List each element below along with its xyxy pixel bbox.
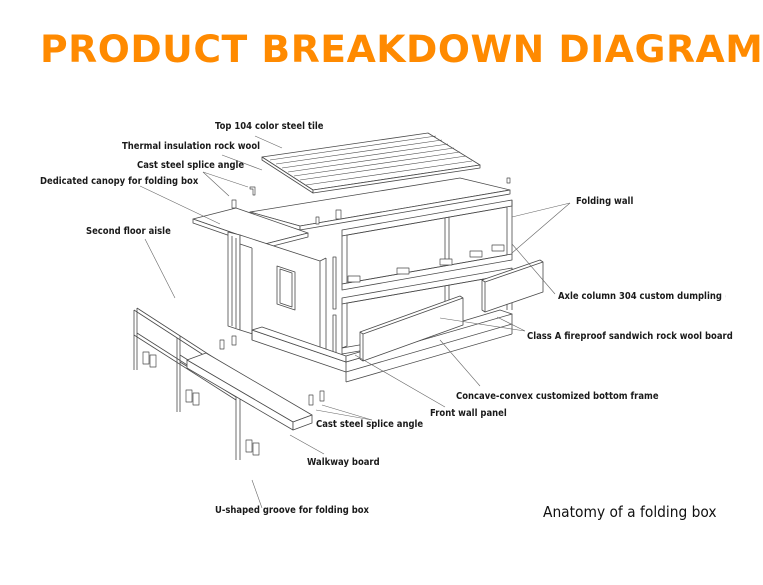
leader-lines — [139, 135, 571, 509]
label-class-a-board: Class A fireproof sandwich rock wool boa… — [527, 331, 733, 342]
label-u-groove: U-shaped groove for folding box — [215, 505, 369, 516]
label-bottom-frame: Concave-convex customized bottom frame — [456, 391, 659, 402]
label-cast-steel-bottom: Cast steel splice angle — [316, 419, 424, 430]
label-top-tile: Top 104 color steel tile — [215, 121, 324, 132]
label-second-floor-aisle: Second floor aisle — [86, 226, 171, 237]
walkway-board — [186, 352, 313, 431]
label-folding-wall: Folding wall — [576, 196, 634, 207]
label-walkway-board: Walkway board — [307, 457, 380, 468]
label-cast-steel-top: Cast steel splice angle — [137, 160, 245, 171]
diagram-title: PRODUCT BREAKDOWN DIAGRAM — [40, 28, 763, 71]
side-end-wall — [227, 231, 327, 356]
thermal-insulation-panel — [249, 177, 511, 231]
diagram-caption: Anatomy of a folding box — [543, 503, 717, 521]
label-thermal-insulation: Thermal insulation rock wool — [122, 141, 261, 152]
label-axle-column: Axle column 304 custom dumpling ch — [558, 291, 726, 302]
label-front-wall: Front wall panel — [430, 408, 507, 419]
corner-posts — [332, 256, 337, 368]
class-a-sandwich-board — [481, 259, 544, 313]
roof-tile-panel — [261, 132, 481, 194]
label-canopy: Dedicated canopy for folding box — [40, 176, 199, 187]
front-wall-panel — [359, 295, 464, 362]
folding-wall-frame — [341, 199, 513, 355]
splice-angle-brackets-bottom — [219, 335, 325, 406]
